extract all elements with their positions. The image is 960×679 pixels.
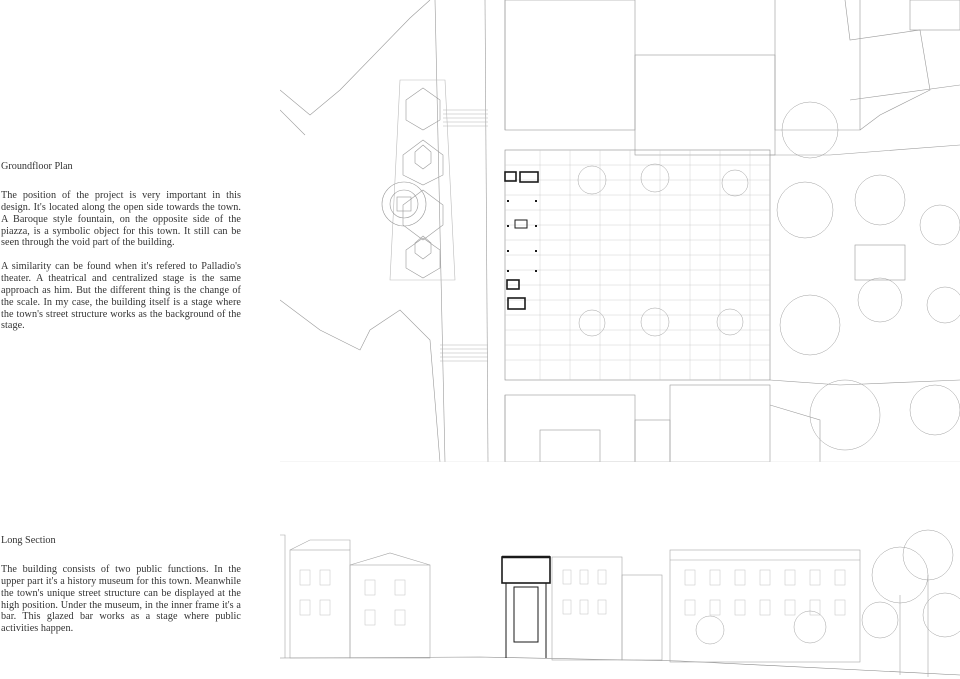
long-section-description: Long Section The building consists of tw… bbox=[1, 534, 241, 647]
plan-paragraph-1: The position of the project is very impo… bbox=[1, 190, 241, 249]
section-paragraph-1: The building consists of two public func… bbox=[1, 564, 241, 635]
section-title: Long Section bbox=[1, 535, 56, 546]
long-section-drawing bbox=[280, 515, 960, 679]
plan-paragraph-2: A similarity can be found when it's refe… bbox=[1, 261, 241, 332]
groundfloor-plan-description: Groundfloor Plan The position of the pro… bbox=[1, 160, 241, 344]
groundfloor-plan-drawing bbox=[280, 0, 960, 462]
plan-title: Groundfloor Plan bbox=[1, 161, 73, 172]
